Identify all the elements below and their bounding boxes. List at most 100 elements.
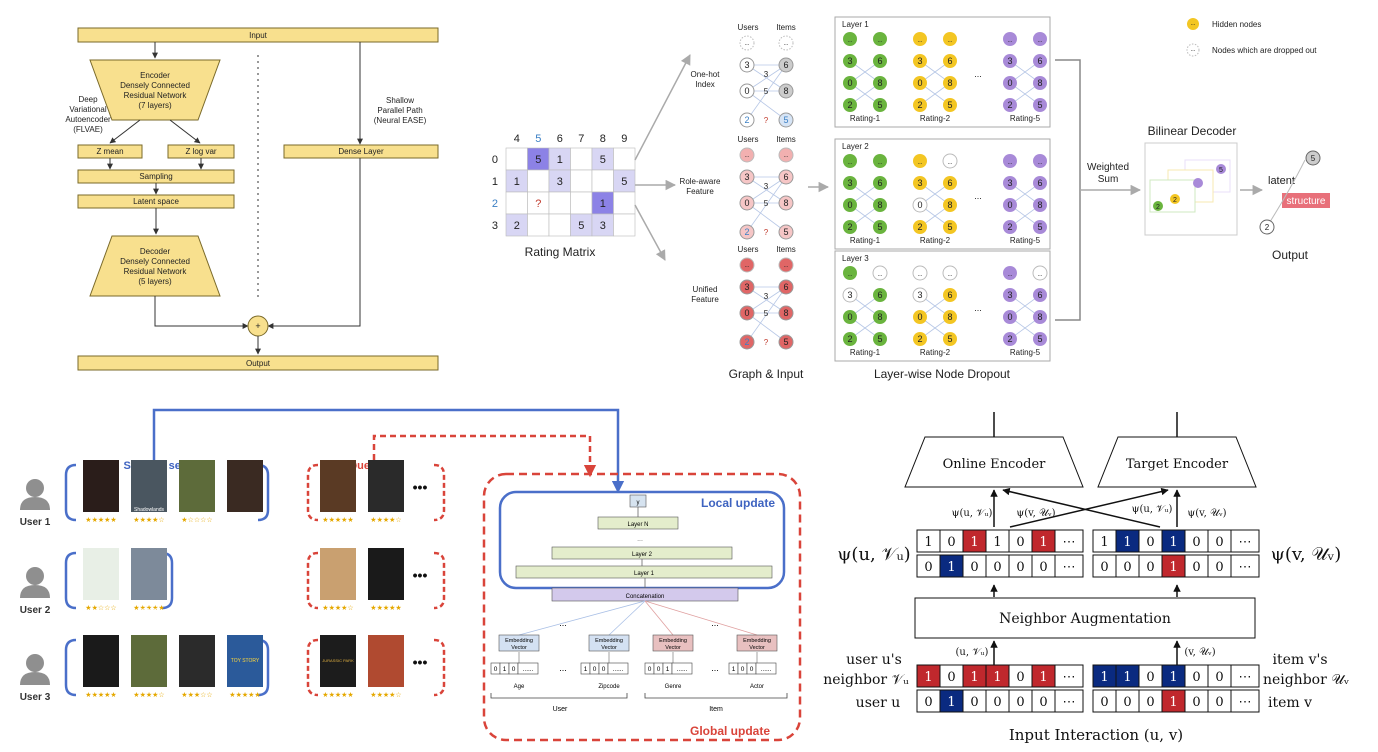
pair-u: (u, 𝒱ᵤ) bbox=[956, 647, 989, 658]
rating-stars: ★★★★★ bbox=[370, 604, 401, 612]
dropout-node bbox=[942, 265, 958, 281]
dropout-node bbox=[843, 198, 857, 212]
item-neighbor-label: neighbor 𝒰ᵥ bbox=[1263, 672, 1349, 688]
binary-value: 1 bbox=[1169, 535, 1177, 550]
output-num: 2 bbox=[1265, 223, 1270, 232]
dropout-num: 5 bbox=[1037, 222, 1042, 232]
dropout-num: ... bbox=[1007, 272, 1012, 278]
matrix-col-label: 7 bbox=[578, 133, 584, 145]
binary-value: 1 bbox=[947, 695, 955, 710]
layer-box bbox=[834, 138, 1051, 250]
matrix-value: 5 bbox=[578, 220, 584, 232]
matrix-value: 5 bbox=[600, 154, 606, 166]
binary-value: 0 bbox=[970, 695, 978, 710]
binary-value: ⋯ bbox=[1063, 670, 1076, 685]
rating-label: Rating-5 bbox=[1010, 114, 1041, 123]
encoder-line: Encoder bbox=[140, 71, 170, 80]
dropout-node bbox=[943, 198, 957, 212]
rating-stars: ★★★★☆ bbox=[370, 691, 401, 699]
node-dots: ... bbox=[744, 153, 749, 159]
feature-ellipsis: ... bbox=[559, 663, 567, 673]
users-header: Users bbox=[738, 245, 759, 254]
user-body-icon bbox=[20, 672, 50, 685]
item-node bbox=[778, 224, 794, 240]
structure-word: structure bbox=[1287, 196, 1326, 207]
binary-value: ⋯ bbox=[1239, 670, 1252, 685]
binary-value: 0 bbox=[1146, 560, 1154, 575]
layer-label: Layer 1 bbox=[634, 571, 655, 577]
binary-value: ⋯ bbox=[1239, 695, 1252, 710]
legend-hidden-swatch bbox=[1187, 18, 1199, 30]
matrix-value: 2 bbox=[514, 220, 520, 232]
rating-label: Rating-2 bbox=[920, 236, 951, 245]
dropout-node bbox=[913, 76, 927, 90]
neighbor-augmentation-label: Neighbor Augmentation bbox=[999, 611, 1171, 627]
dropout-num: 6 bbox=[947, 178, 952, 188]
dropout-node bbox=[873, 98, 887, 112]
matrix-cell bbox=[527, 213, 550, 237]
binary-value: 1 bbox=[1123, 670, 1131, 685]
binary-value: 0 bbox=[993, 560, 1001, 575]
movie-poster bbox=[179, 635, 215, 687]
feature-bit-value: 0 bbox=[648, 666, 652, 673]
dropout-num: ... bbox=[917, 38, 922, 44]
weighted-label: Weighted bbox=[1087, 162, 1129, 173]
binary-value: 0 bbox=[970, 560, 978, 575]
decoder-line: Residual Network bbox=[124, 267, 188, 276]
binary-cell bbox=[1054, 664, 1084, 688]
movie-poster bbox=[227, 635, 263, 687]
dropout-num: ... bbox=[847, 272, 852, 278]
dropout-num: 3 bbox=[917, 56, 922, 66]
binary-value: 0 bbox=[1192, 560, 1200, 575]
rating-stars: ★★★★☆ bbox=[133, 691, 164, 699]
dropout-num: ... bbox=[877, 160, 882, 166]
binary-value: 1 bbox=[1039, 535, 1047, 550]
user-node bbox=[739, 35, 755, 51]
unified-label: Feature bbox=[691, 295, 719, 304]
rating-stars: ★☆☆☆☆ bbox=[181, 516, 212, 524]
poster-caption: TOY STORY bbox=[231, 658, 260, 664]
psi-v-label: ψ(v, 𝒰ᵥ) bbox=[1271, 544, 1342, 565]
feature-bit-value: 0 bbox=[602, 666, 606, 673]
matrix-col-label: 9 bbox=[621, 133, 627, 145]
binary-value: 0 bbox=[1215, 535, 1223, 550]
movie-poster bbox=[320, 635, 356, 687]
dropout-num: 8 bbox=[877, 312, 882, 322]
latent-label: Latent space bbox=[133, 197, 179, 206]
dropout-node bbox=[873, 288, 887, 302]
dropout-node bbox=[1003, 288, 1017, 302]
dropout-num: ... bbox=[877, 38, 882, 44]
query-bracket bbox=[306, 551, 319, 610]
user-node bbox=[739, 112, 755, 128]
rating-label: Rating-1 bbox=[850, 348, 881, 357]
meta-panel: Support set Query set User 1★★★★★★★★★☆★☆… bbox=[20, 408, 802, 742]
node-dots: ... bbox=[744, 41, 749, 47]
dropout-node bbox=[873, 154, 887, 168]
dropout-node bbox=[843, 54, 857, 68]
embedding-label: Vector bbox=[749, 645, 765, 651]
user-avatar-icon bbox=[26, 479, 44, 497]
edge-weight: 3 bbox=[764, 182, 769, 191]
dropout-num: 0 bbox=[1007, 312, 1012, 322]
input-interaction-title: Input Interaction (u, v) bbox=[1009, 726, 1183, 744]
z-logvar-label: Z log var bbox=[185, 147, 216, 156]
latent-word: latent bbox=[1268, 175, 1295, 187]
legend-dropped-swatch bbox=[1186, 43, 1200, 57]
binary-value: 0 bbox=[1192, 695, 1200, 710]
edge-weight: ? bbox=[764, 116, 769, 125]
node-dots: ... bbox=[783, 263, 788, 269]
movie-poster bbox=[179, 460, 215, 512]
edge-weight: 5 bbox=[764, 199, 769, 208]
rating-stars: ★★★★★ bbox=[85, 516, 116, 524]
dense-block bbox=[283, 144, 439, 159]
dropout-node bbox=[843, 266, 857, 280]
sum-bracket bbox=[1055, 59, 1081, 321]
dropout-node bbox=[1003, 266, 1017, 280]
dropout-node bbox=[912, 197, 928, 213]
legend-dropped-label: Nodes which are dropped out bbox=[1212, 46, 1317, 55]
dropout-num: 3 bbox=[1007, 56, 1012, 66]
feature-ellipsis: ... bbox=[559, 618, 567, 628]
legend-dots: ... bbox=[1190, 21, 1195, 27]
binary-value: 0 bbox=[1192, 670, 1200, 685]
